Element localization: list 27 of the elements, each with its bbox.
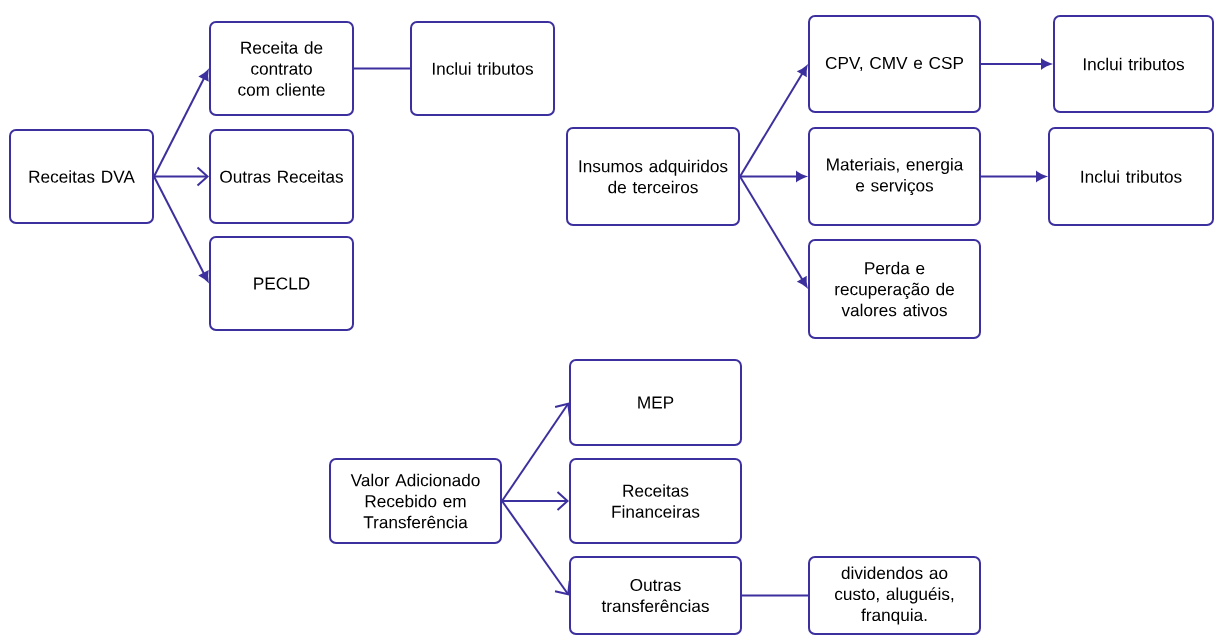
process-box: Valor Adicionado Recebido em Transferência [329, 458, 502, 544]
process-box: dividendos ao custo, aluguéis, franquia. [808, 556, 981, 635]
process-box: CPV, CMV e CSP [808, 15, 981, 113]
arrow [153, 175, 209, 282]
process-box: Materiais, energia e serviços [808, 127, 981, 226]
process-box: Outras Receitas [209, 129, 354, 224]
arrow [739, 171, 806, 182]
arrow [153, 70, 209, 178]
arrow [739, 175, 808, 288]
arrow [153, 166, 209, 187]
process-box: PECLD [209, 236, 354, 331]
arrow [980, 59, 1051, 69]
arrow [739, 65, 808, 178]
arrow [980, 171, 1046, 182]
process-box: Receitas Financeiras [569, 458, 742, 544]
process-box: Receita de contrato com cliente [209, 21, 354, 116]
process-box: Insumos adquiridos de terceiros [566, 127, 740, 226]
process-box: Perda e recuperação de valores ativos [808, 239, 981, 339]
process-box: Outras transferências [569, 556, 742, 635]
process-box: MEP [569, 359, 742, 446]
process-box: Receitas DVA [9, 129, 154, 224]
process-box: Inclui tributos [1048, 127, 1214, 226]
arrow [501, 402, 571, 502]
process-box: Inclui tributos [410, 21, 555, 116]
arrow [501, 500, 571, 596]
arrow [501, 491, 569, 511]
process-box: Inclui tributos [1053, 15, 1214, 113]
